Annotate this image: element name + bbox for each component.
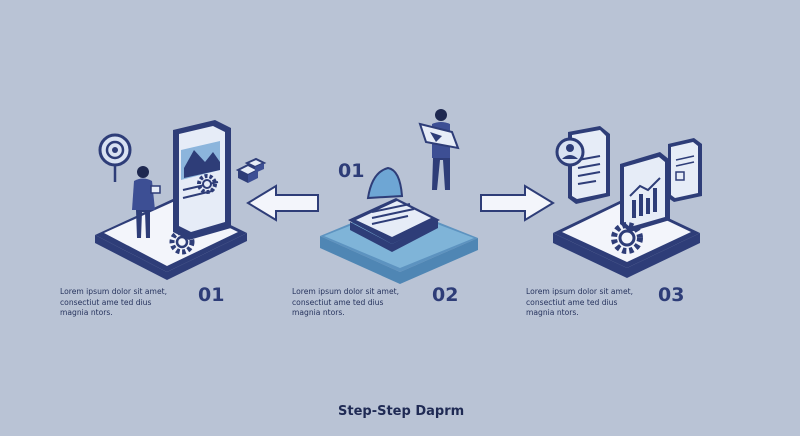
bar-chart-icon bbox=[620, 152, 670, 232]
gear-icon bbox=[169, 229, 195, 255]
step-2-description: Lorem ipsum dolor sit amet, consectiut a… bbox=[292, 287, 400, 317]
step-2-illustration bbox=[320, 109, 478, 284]
step-1-illustration bbox=[95, 120, 267, 280]
step-1-description: Lorem ipsum dolor sit amet, consectiut a… bbox=[60, 287, 168, 317]
person-icon bbox=[132, 166, 161, 238]
arrow-right-icon bbox=[480, 184, 555, 222]
gear-icon bbox=[197, 174, 217, 194]
arrow-left-icon bbox=[246, 184, 319, 222]
step-3-description: Lorem ipsum dolor sit amet, consectiut a… bbox=[526, 287, 634, 317]
user-profile-icon bbox=[555, 137, 585, 167]
step-3-illustration bbox=[553, 126, 702, 278]
person-holding-sign-icon bbox=[418, 109, 460, 190]
step-3-number: 03 bbox=[658, 284, 685, 306]
target-icon bbox=[98, 133, 132, 182]
center-step-label: 01 bbox=[338, 160, 365, 182]
step-2-number: 02 bbox=[432, 284, 459, 306]
blocks-icon bbox=[235, 157, 267, 183]
step-1-number: 01 bbox=[198, 284, 225, 306]
footer-title: Step-Step Daprm bbox=[338, 404, 465, 419]
document-icon bbox=[668, 138, 702, 202]
gear-icon bbox=[611, 222, 643, 254]
laptop-icon bbox=[348, 198, 440, 252]
